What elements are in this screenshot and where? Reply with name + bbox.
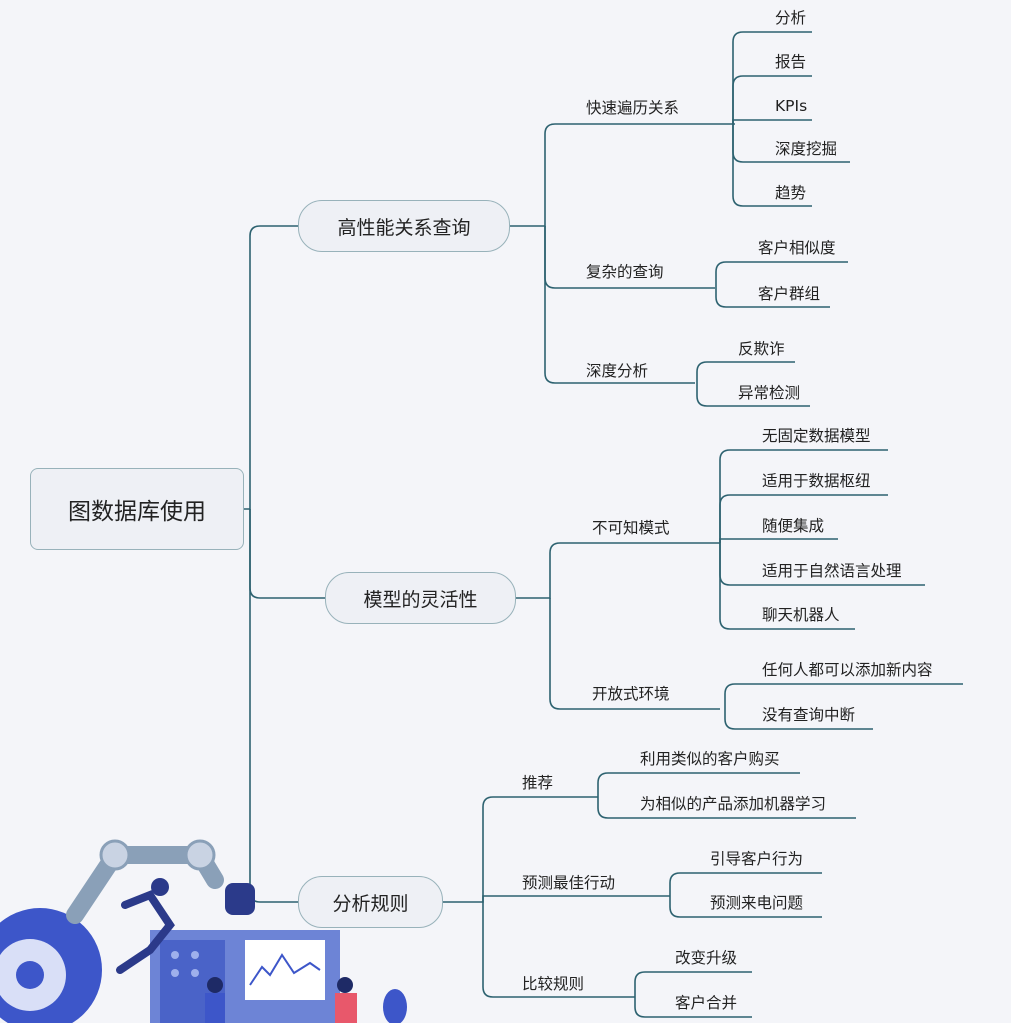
branch-node-high-performance: 高性能关系查询 bbox=[298, 200, 510, 252]
group-label: 快速遍历关系 bbox=[586, 99, 680, 117]
branch-node-model-flexibility: 模型的灵活性 bbox=[325, 572, 516, 624]
leaf-label: 聊天机器人 bbox=[762, 606, 840, 624]
root-node: 图数据库使用 bbox=[30, 468, 244, 550]
leaf-label: 没有查询中断 bbox=[762, 706, 856, 724]
group-label: 推荐 bbox=[522, 774, 554, 792]
group-label: 深度分析 bbox=[586, 362, 649, 380]
group-label: 比较规则 bbox=[522, 975, 585, 993]
leaf-label: 客户合并 bbox=[675, 994, 738, 1012]
leaf-label: 任何人都可以添加新内容 bbox=[762, 661, 933, 679]
leaf-label: 适用于数据枢纽 bbox=[762, 472, 871, 490]
leaf-label: KPIs bbox=[775, 97, 808, 115]
leaf-label: 为相似的产品添加机器学习 bbox=[640, 795, 827, 813]
leaf-label: 客户相似度 bbox=[758, 239, 836, 257]
connector-b0-spine bbox=[510, 123, 735, 227]
group-label: 不可知模式 bbox=[592, 519, 670, 537]
leaf-label: 异常检测 bbox=[738, 384, 801, 402]
leaf-label: 适用于自然语言处理 bbox=[762, 562, 902, 580]
leaf-label: 预测来电问题 bbox=[710, 894, 804, 912]
connector-root-b1 bbox=[249, 509, 325, 599]
branch-node-analysis-rules: 分析规则 bbox=[298, 876, 443, 928]
leaf-label: 分析 bbox=[775, 9, 807, 27]
group-label: 开放式环境 bbox=[592, 685, 670, 703]
leaf-label: 趋势 bbox=[775, 184, 807, 202]
leaf-label: 反欺诈 bbox=[738, 340, 785, 358]
group-label: 预测最佳行动 bbox=[522, 874, 616, 892]
robot-illustration bbox=[0, 839, 407, 1023]
leaf-label: 随便集成 bbox=[762, 517, 825, 535]
leaf-label: 利用类似的客户购买 bbox=[640, 750, 780, 768]
leaf-label: 报告 bbox=[775, 53, 807, 71]
leaf-label: 改变升级 bbox=[675, 949, 738, 967]
leaf-label: 客户群组 bbox=[758, 285, 821, 303]
leaf-label: 无固定数据模型 bbox=[762, 427, 871, 445]
group-label: 复杂的查询 bbox=[586, 263, 664, 281]
leaf-label: 深度挖掘 bbox=[775, 140, 838, 158]
connector-root-b0 bbox=[244, 225, 298, 510]
leaf-label: 引导客户行为 bbox=[710, 850, 804, 868]
